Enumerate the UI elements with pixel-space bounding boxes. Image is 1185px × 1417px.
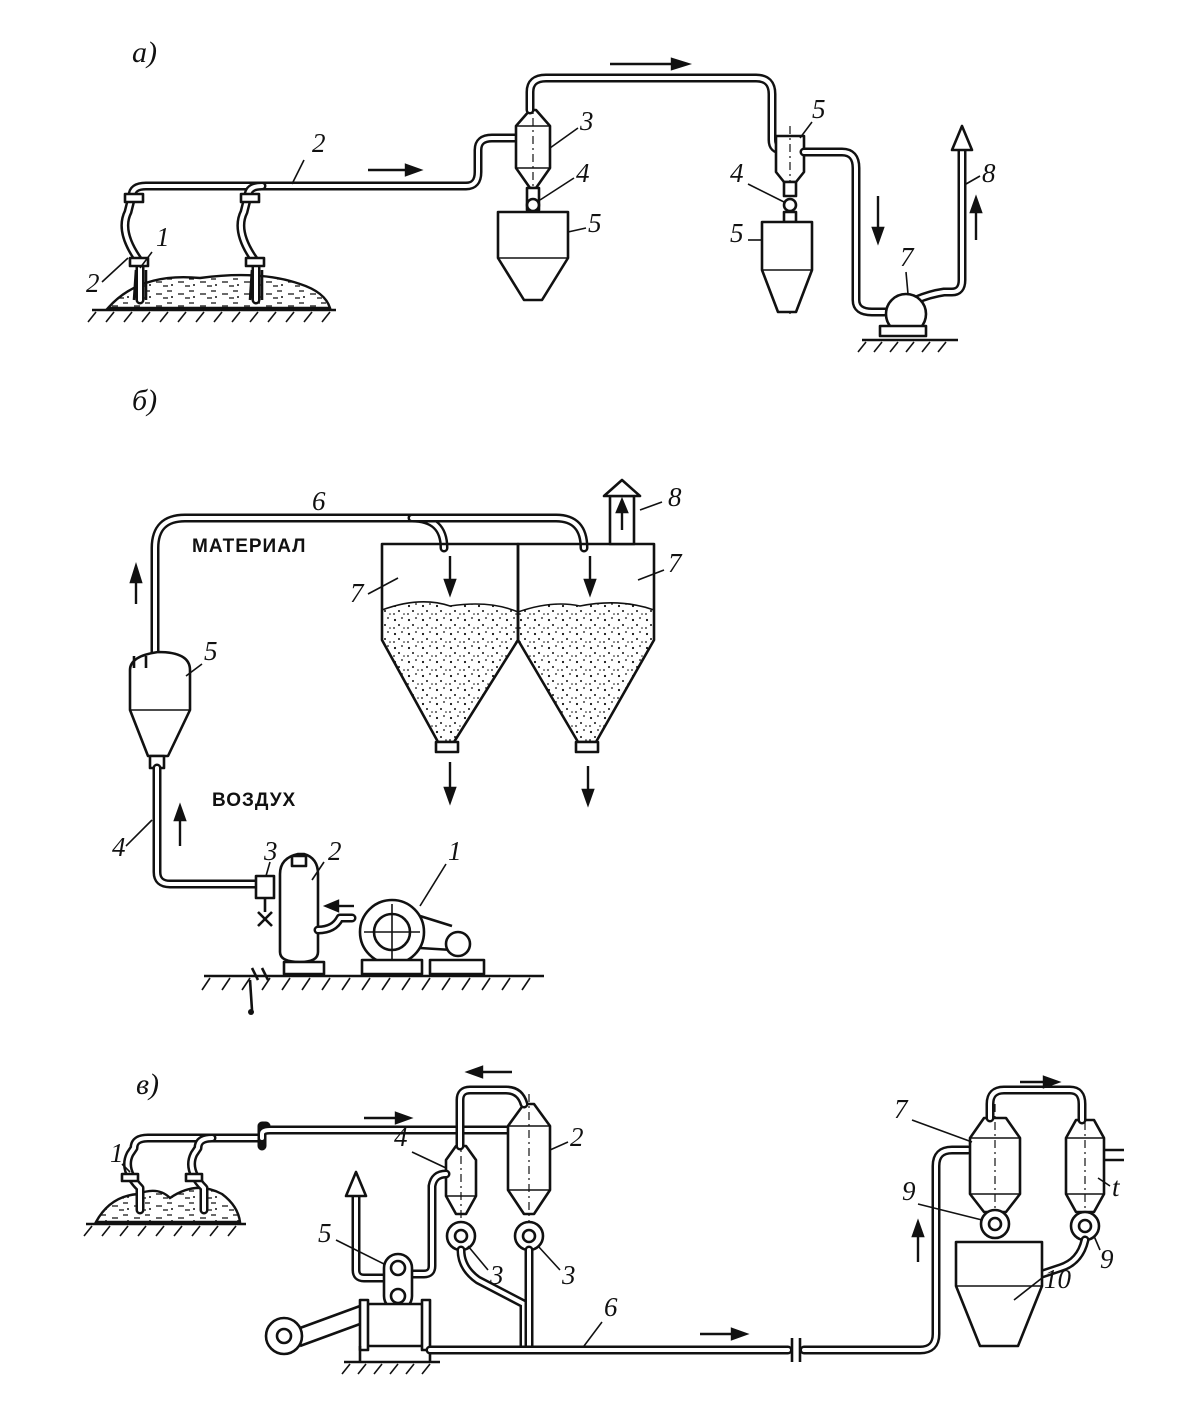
callout-c-3b: 3 bbox=[561, 1260, 576, 1290]
section-b: б) bbox=[112, 384, 683, 1015]
callout-c-3: 3 bbox=[489, 1260, 504, 1290]
callouts-c: 1 2 3 3 4 5 6 7 9 9 10 t bbox=[110, 1094, 1121, 1347]
flow-arrows-c bbox=[364, 1065, 1062, 1341]
callout-c-t: t bbox=[1112, 1172, 1121, 1202]
callout-a-5b: 5 bbox=[812, 94, 826, 124]
section-b-label: б) bbox=[132, 384, 157, 417]
callout-b-7b: 7 bbox=[668, 548, 683, 578]
motor bbox=[444, 930, 472, 958]
section-c-label: в) bbox=[136, 1068, 159, 1101]
section-c: в) bbox=[83, 1065, 1124, 1375]
exhaust-arrow-icon bbox=[344, 1170, 368, 1198]
section-a-label: а) bbox=[132, 36, 157, 69]
suction-pipeline-c bbox=[120, 1121, 517, 1215]
caption-air: ВОЗДУХ bbox=[212, 790, 296, 811]
callout-a-1: 1 bbox=[156, 222, 170, 252]
return-line-c bbox=[455, 1085, 529, 1151]
callout-a-7: 7 bbox=[900, 242, 915, 272]
valve-body bbox=[254, 874, 276, 900]
callout-a-4: 4 bbox=[576, 158, 590, 188]
flow-arrows-a bbox=[368, 57, 983, 246]
compressor-c bbox=[264, 1298, 440, 1375]
receiving-bin-c bbox=[954, 1240, 1044, 1348]
callout-c-9b: 9 bbox=[1100, 1244, 1114, 1274]
material-piles-c bbox=[83, 1186, 246, 1237]
callout-a-2b: 2 bbox=[86, 268, 100, 298]
callout-b-2: 2 bbox=[328, 836, 342, 866]
air-pipe-b bbox=[152, 763, 267, 889]
callout-b-6: 6 bbox=[312, 486, 326, 516]
callouts-b: 1 2 3 4 5 6 7 7 8 bbox=[112, 482, 683, 907]
section-a: а) bbox=[86, 36, 996, 353]
transport-pipeline-a bbox=[525, 73, 787, 155]
callout-c-1: 1 bbox=[110, 1138, 124, 1168]
fan-a bbox=[857, 292, 958, 353]
exhaust-arrow-icon bbox=[950, 124, 974, 152]
callout-c-10: 10 bbox=[1044, 1264, 1072, 1294]
feeder-lines-c bbox=[456, 1245, 534, 1353]
callout-b-1: 1 bbox=[448, 836, 462, 866]
callout-c-9: 9 bbox=[902, 1176, 916, 1206]
callout-c-5: 5 bbox=[318, 1218, 332, 1248]
caption-material: МАТЕРИАЛ bbox=[192, 536, 307, 557]
receiver-tank bbox=[278, 852, 320, 964]
callout-a-2: 2 bbox=[312, 128, 326, 158]
pressure-pipeline-c bbox=[425, 1145, 973, 1362]
callout-a-5: 5 bbox=[588, 208, 602, 238]
air-line-a bbox=[799, 124, 974, 317]
cyclone-c bbox=[506, 1094, 552, 1252]
callout-b-4: 4 bbox=[112, 832, 126, 862]
feeder-b bbox=[128, 650, 192, 770]
material-pile-a bbox=[87, 273, 336, 323]
callout-b-7: 7 bbox=[350, 578, 365, 608]
suction-pipeline-a bbox=[120, 133, 521, 305]
callout-c-7: 7 bbox=[894, 1094, 909, 1124]
callout-b-8: 8 bbox=[668, 482, 682, 512]
blower-unit-b bbox=[201, 852, 544, 1015]
callout-a-8: 8 bbox=[982, 158, 996, 188]
callout-b-3: 3 bbox=[263, 836, 278, 866]
flow-arrows-b bbox=[129, 496, 629, 913]
receiving-bin-a1 bbox=[496, 210, 570, 302]
receiving-bin-a2 bbox=[760, 220, 814, 314]
top-loop-c bbox=[985, 1085, 1090, 1279]
callout-c-6: 6 bbox=[604, 1292, 618, 1322]
callout-a-5c: 5 bbox=[730, 218, 744, 248]
callout-b-5: 5 bbox=[204, 636, 218, 666]
callout-a-4b: 4 bbox=[730, 158, 744, 188]
filter-c bbox=[444, 1138, 478, 1252]
conveying-pipeline-b bbox=[150, 513, 589, 745]
callout-c-4: 4 bbox=[394, 1122, 408, 1152]
vacuum-pump-c bbox=[344, 1169, 451, 1312]
callouts-a: 1 2 2 3 4 5 4 5 5 7 8 bbox=[86, 94, 996, 298]
silo-right-b bbox=[516, 542, 656, 754]
callout-a-3: 3 bbox=[579, 106, 594, 136]
callout-c-2: 2 bbox=[570, 1122, 584, 1152]
